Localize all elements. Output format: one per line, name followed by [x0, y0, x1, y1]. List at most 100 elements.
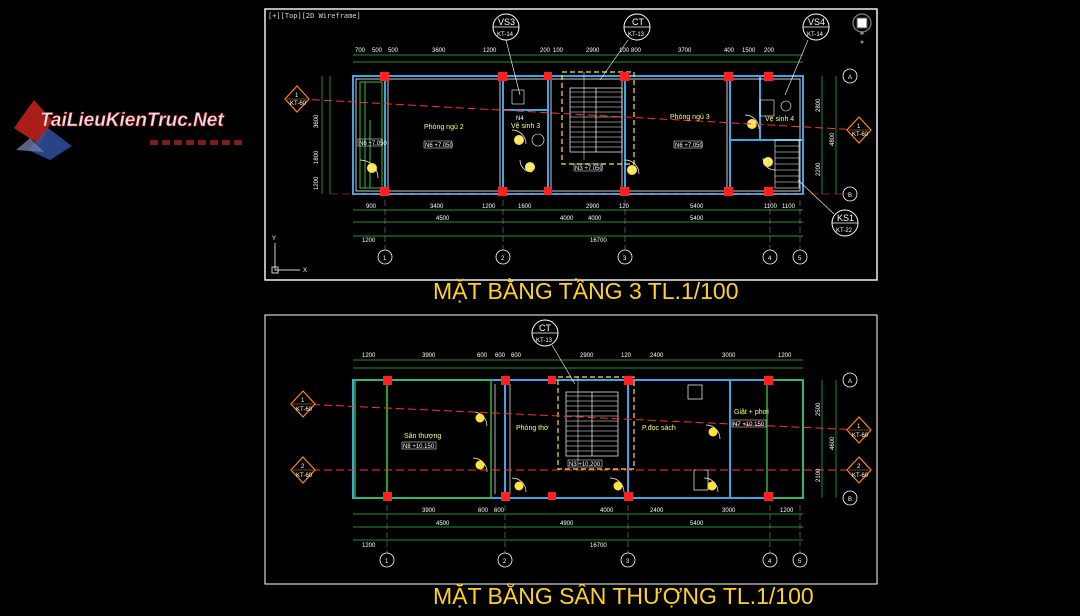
- axis-label: B: [848, 193, 852, 199]
- axis-label: A: [848, 75, 852, 81]
- bubble-top: VS4: [808, 17, 825, 27]
- room-label: Giặt + phơi: [734, 409, 769, 416]
- level-text: N7 +10.150: [733, 422, 765, 428]
- dim-text: 200: [764, 48, 775, 54]
- plan1-side-dims: 3600 1800 1200 2800 4800 2200: [314, 98, 836, 190]
- dim-text: 3700: [678, 48, 692, 54]
- section-mark-2-left-2[interactable]: [290, 456, 316, 484]
- plan2-inner-walls: [494, 384, 709, 494]
- plan2-section-line-1: [299, 403, 861, 431]
- axis-label: 2: [501, 256, 505, 262]
- dim-text: 2400: [650, 508, 664, 514]
- section-mark-top: 1: [857, 124, 861, 130]
- dim-text: 16700: [590, 238, 607, 244]
- level-box: [731, 419, 767, 428]
- ucs-icon: [271, 243, 300, 274]
- ucs-x-label: X: [303, 268, 307, 274]
- detail-bubble-ct[interactable]: [599, 13, 651, 81]
- door-tag: D2: [628, 168, 636, 174]
- level-text: N4: [516, 116, 524, 122]
- section-mark-right[interactable]: [846, 116, 872, 144]
- viewport-frame-2[interactable]: [264, 314, 878, 585]
- axis-label: 5: [798, 559, 802, 565]
- detail-bubble-ct-2[interactable]: [531, 319, 576, 385]
- section-mark-2-left-1[interactable]: [290, 390, 316, 418]
- door-tag: D2: [526, 165, 534, 171]
- dim-text: 1500: [742, 48, 756, 54]
- dim-text: 1200: [483, 48, 497, 54]
- detail-bubble-vs3[interactable]: [492, 13, 521, 96]
- door-tag: D1: [748, 122, 756, 128]
- plan1-door-tags: [367, 119, 773, 175]
- plan2-bottom-dims: 3900 600 600 4900 2400 3000 1200: [422, 508, 794, 527]
- dim-text: 3600: [314, 114, 320, 128]
- section-mark-bottom: KT-60: [296, 407, 313, 413]
- dim-text: 900: [366, 204, 377, 210]
- dim-text: 600: [495, 353, 506, 359]
- section-mark-top: 2: [857, 464, 861, 470]
- axis-label: 2: [503, 559, 507, 565]
- dim-text: 4600: [830, 436, 836, 450]
- dim-text: 4800: [830, 132, 836, 146]
- plan2-axis-grid: [386, 505, 801, 553]
- room-label: Vệ sinh 4: [765, 116, 794, 123]
- section-mark-bottom: KT-60: [852, 473, 869, 479]
- plan2-side-dims: 2500 4600 2100: [816, 402, 836, 482]
- dim-text: 2500: [816, 402, 822, 416]
- axis-label: 1: [385, 559, 389, 565]
- dim-text: 3900: [422, 508, 436, 514]
- dim-text: 1600: [518, 204, 532, 210]
- section-mark-bottom: KT-60: [852, 433, 869, 439]
- detail-bubble-vs4[interactable]: [784, 13, 830, 96]
- dim-text: 4000: [560, 216, 574, 222]
- axis-label: B: [848, 497, 852, 503]
- section-mark-bottom: KT-60: [852, 132, 869, 138]
- dim-text: 3600: [432, 48, 446, 54]
- dim-text: 2900: [580, 353, 594, 359]
- detail-bubble-ks1[interactable]: [797, 179, 859, 237]
- dim-text: 2100: [816, 468, 822, 482]
- level-text: N3 +10.200: [569, 462, 601, 468]
- dim-text: 5400: [690, 521, 704, 527]
- dim-text: 3400: [430, 204, 444, 210]
- plan2-columns: [383, 376, 773, 501]
- dim-text: 2900: [586, 48, 600, 54]
- dim-text: 4000: [588, 216, 602, 222]
- dim-text: 1100: [782, 204, 796, 210]
- viewport-label[interactable]: [+][Top][2D Wireframe]: [268, 12, 361, 20]
- dim-text: 1100: [764, 204, 778, 210]
- dim-text: 500: [372, 48, 383, 54]
- plan2-green-walls: [354, 379, 804, 499]
- door-tag: D2: [515, 138, 523, 144]
- bubble-bottom: KT-13: [628, 32, 645, 38]
- section-mark-left[interactable]: [284, 85, 310, 113]
- dim-text: 100: [553, 48, 564, 54]
- bubble-top: CT: [539, 323, 551, 333]
- level-text: N6 +7.050: [675, 143, 704, 149]
- section-mark-bottom: KT-60: [290, 101, 307, 107]
- plan1-dimension-lines: [321, 54, 837, 237]
- level-text: N6 +7.050: [425, 143, 454, 149]
- section-mark-top: 2: [301, 464, 305, 470]
- dim-text: 1200: [362, 238, 376, 244]
- dim-text: 600: [477, 353, 488, 359]
- dim-text: 4900: [560, 521, 574, 527]
- dim-text: 2800: [816, 98, 822, 112]
- viewport-frame-1[interactable]: [264, 8, 878, 281]
- level-text: N8 +10.150: [403, 444, 435, 450]
- section-mark-2-right-2[interactable]: [846, 456, 872, 484]
- bubble-bottom: KT-22: [836, 228, 853, 234]
- section-mark-2-right-1[interactable]: [846, 416, 872, 444]
- axis-label: 3: [623, 256, 627, 262]
- room-label: Phòng thờ: [516, 425, 549, 432]
- viewcube-icon[interactable]: [852, 13, 872, 44]
- plan1-walls: [352, 75, 804, 195]
- axis-label: 4: [768, 256, 772, 262]
- dim-text: 3000: [722, 508, 736, 514]
- level-box: [357, 138, 383, 147]
- dim-text: 700: [355, 48, 366, 54]
- watermark-text: TaiLieuKienTruc.Net: [40, 110, 224, 131]
- axis-label: 1: [383, 256, 387, 262]
- section-mark-top: 1: [295, 93, 299, 99]
